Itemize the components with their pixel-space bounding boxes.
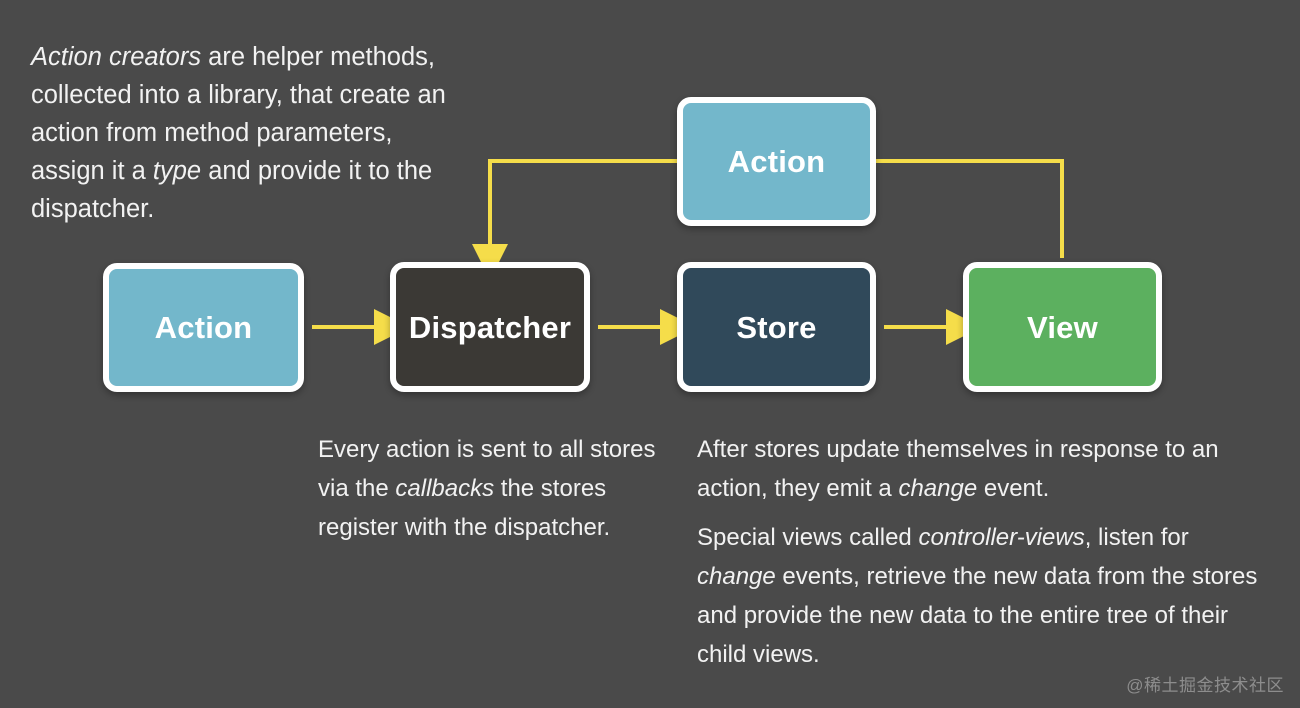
node-action-top-label: Action bbox=[727, 144, 826, 179]
node-dispatcher[interactable]: Dispatcher bbox=[390, 262, 590, 392]
node-store[interactable]: Store bbox=[677, 262, 876, 392]
node-action-left[interactable]: Action bbox=[103, 263, 304, 392]
caption-dispatcher-text: Every action is sent to all stores via t… bbox=[318, 430, 658, 547]
caption-intro-emphasis: Action creators bbox=[31, 43, 202, 71]
caption-store-p1-emphasis: change bbox=[898, 475, 978, 502]
caption-store-p1-part-1: After stores update themselves in respon… bbox=[697, 436, 1219, 502]
caption-dispatcher-part-2: the stores register with the dispatcher. bbox=[318, 475, 611, 541]
node-view[interactable]: View bbox=[963, 262, 1162, 392]
edge-view-to-action-top bbox=[873, 159, 1064, 258]
caption-store: After stores update themselves in respon… bbox=[697, 430, 1272, 674]
edge-action-top-to-dispatcher bbox=[472, 159, 680, 280]
caption-dispatcher-emphasis: callbacks bbox=[395, 475, 495, 502]
caption-intro-rest-1: are helper methods, collected into a lib… bbox=[31, 43, 446, 185]
caption-store-p2-emphasis-2: change bbox=[697, 563, 776, 590]
node-store-label: Store bbox=[736, 309, 817, 345]
caption-intro-emphasis-2: type bbox=[152, 157, 202, 185]
caption-dispatcher: Every action is sent to all stores via t… bbox=[318, 430, 658, 547]
caption-store-p2-emphasis-1: controller-views bbox=[918, 524, 1085, 551]
node-action-top[interactable]: Action bbox=[677, 97, 876, 226]
caption-store-p2-part-1: Special views called bbox=[697, 524, 919, 551]
caption-intro-rest-2: and provide it to the dispatcher. bbox=[31, 157, 433, 223]
caption-store-p1-part-2: event. bbox=[977, 475, 1050, 502]
node-view-label: View bbox=[1027, 309, 1098, 345]
node-dispatcher-label: Dispatcher bbox=[408, 309, 572, 345]
caption-store-paragraph-2: Special views called controller-views, l… bbox=[697, 518, 1272, 674]
caption-store-p2-part-2: , listen for bbox=[1084, 524, 1189, 551]
caption-action-creators: Action creators are helper methods, coll… bbox=[31, 38, 471, 228]
node-action-left-label: Action bbox=[154, 310, 253, 345]
watermark: @稀土掘金技术社区 bbox=[1126, 676, 1284, 695]
caption-store-paragraph-1: After stores update themselves in respon… bbox=[697, 430, 1272, 508]
caption-store-p2-part-3: events, retrieve the new data from the s… bbox=[697, 563, 1258, 668]
caption-action-creators-text: Action creators are helper methods, coll… bbox=[31, 38, 471, 228]
caption-dispatcher-part-1: Every action is sent to all stores via t… bbox=[318, 436, 656, 502]
